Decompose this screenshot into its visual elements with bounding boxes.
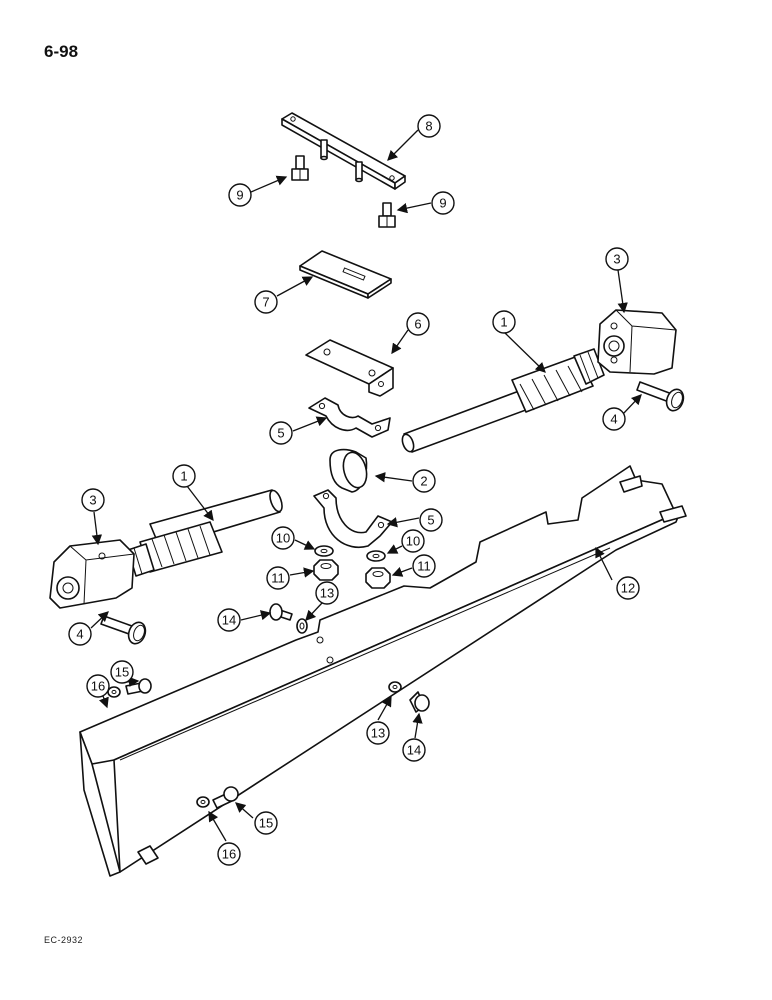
svg-text:5: 5 xyxy=(427,513,434,528)
svg-text:9: 9 xyxy=(236,188,243,203)
part-15-bolt-lower xyxy=(212,786,239,809)
part-6-mounting-bracket xyxy=(305,339,394,397)
svg-text:8: 8 xyxy=(425,119,432,134)
callout-9-lower: 9 xyxy=(431,191,455,215)
callout-15-lower: 15 xyxy=(254,811,278,835)
figure-code: EC-2932 xyxy=(44,935,84,945)
leader-lines xyxy=(90,129,642,842)
part-1-splined-shaft-right xyxy=(401,348,605,453)
svg-text:12: 12 xyxy=(621,581,635,596)
part-10-washer-left xyxy=(314,545,334,557)
callout-6: 6 xyxy=(406,312,430,336)
svg-text:1: 1 xyxy=(180,469,187,484)
callout-4-left: 4 xyxy=(68,622,92,646)
part-7-shim-plate xyxy=(299,250,392,299)
part-2-rubber-bushing xyxy=(329,448,368,493)
svg-text:10: 10 xyxy=(406,534,420,549)
svg-text:15: 15 xyxy=(115,665,129,680)
svg-text:4: 4 xyxy=(610,412,617,427)
callout-bubbles: 8 9 9 7 6 1 3 4 5 2 5 1 3 10 10 11 11 12… xyxy=(68,114,640,866)
callout-3-left: 3 xyxy=(81,488,105,512)
callout-5-upper: 5 xyxy=(269,421,293,445)
part-5-strap-clamp-upper xyxy=(308,397,391,438)
svg-text:5: 5 xyxy=(277,426,284,441)
svg-text:11: 11 xyxy=(271,571,285,586)
part-1-splined-shaft-left xyxy=(127,489,283,577)
callout-5-lower: 5 xyxy=(419,508,443,532)
part-10-washer-right xyxy=(366,550,386,562)
callout-3-right: 3 xyxy=(605,247,629,271)
part-16-washer-lower xyxy=(196,796,210,808)
svg-text:11: 11 xyxy=(417,559,431,574)
callout-14-upper: 14 xyxy=(217,608,241,632)
part-4-flange-bolt-right xyxy=(636,381,685,412)
callout-13-lower: 13 xyxy=(366,721,390,745)
svg-text:16: 16 xyxy=(222,847,236,862)
part-5-strap-clamp-lower xyxy=(313,489,393,548)
part-13-washer-lower xyxy=(388,681,402,693)
part-15-bolt-upper xyxy=(125,678,152,695)
svg-text:15: 15 xyxy=(259,816,273,831)
part-9-bolt-lower xyxy=(378,202,396,228)
part-14-bolt-lower xyxy=(409,691,430,713)
svg-text:1: 1 xyxy=(500,315,507,330)
part-9-bolt-upper xyxy=(291,155,309,181)
svg-text:10: 10 xyxy=(276,531,290,546)
callout-11-left: 11 xyxy=(266,566,290,590)
part-13-washer-upper xyxy=(296,618,308,634)
callout-8: 8 xyxy=(417,114,441,138)
svg-text:9: 9 xyxy=(439,196,446,211)
callout-15-upper: 15 xyxy=(110,660,134,684)
callout-13-upper: 13 xyxy=(315,581,339,605)
callout-2: 2 xyxy=(412,469,436,493)
callout-10-right: 10 xyxy=(401,529,425,553)
svg-text:7: 7 xyxy=(262,295,269,310)
svg-text:13: 13 xyxy=(371,726,385,741)
svg-text:2: 2 xyxy=(420,474,427,489)
part-4-flange-bolt-left xyxy=(100,615,147,645)
callout-9-upper: 9 xyxy=(228,183,252,207)
callout-4-right: 4 xyxy=(602,407,626,431)
callout-14-lower: 14 xyxy=(402,738,426,762)
callout-7: 7 xyxy=(254,290,278,314)
part-8-bracket-plate xyxy=(281,112,406,190)
part-11-nut-left xyxy=(313,559,339,581)
svg-text:13: 13 xyxy=(320,586,334,601)
part-3-bearing-housing-left xyxy=(49,539,135,609)
svg-text:16: 16 xyxy=(91,679,105,694)
part-11-nut-right xyxy=(365,567,391,589)
part-3-bearing-housing-right xyxy=(597,309,677,375)
callout-10-left: 10 xyxy=(271,526,295,550)
svg-text:3: 3 xyxy=(613,252,620,267)
part-16-washer-upper xyxy=(107,686,121,698)
page-number: 6-98 xyxy=(44,42,79,61)
callout-16-lower: 16 xyxy=(217,842,241,866)
svg-text:3: 3 xyxy=(89,493,96,508)
callout-11-right: 11 xyxy=(412,554,436,578)
callout-16-upper: 16 xyxy=(86,674,110,698)
part-14-bolt-upper xyxy=(269,603,293,621)
callout-12: 12 xyxy=(616,576,640,600)
svg-text:6: 6 xyxy=(414,317,421,332)
svg-text:4: 4 xyxy=(76,627,83,642)
svg-text:14: 14 xyxy=(407,743,421,758)
callout-1-right: 1 xyxy=(492,310,516,334)
callout-1-left: 1 xyxy=(172,464,196,488)
svg-text:14: 14 xyxy=(222,613,236,628)
